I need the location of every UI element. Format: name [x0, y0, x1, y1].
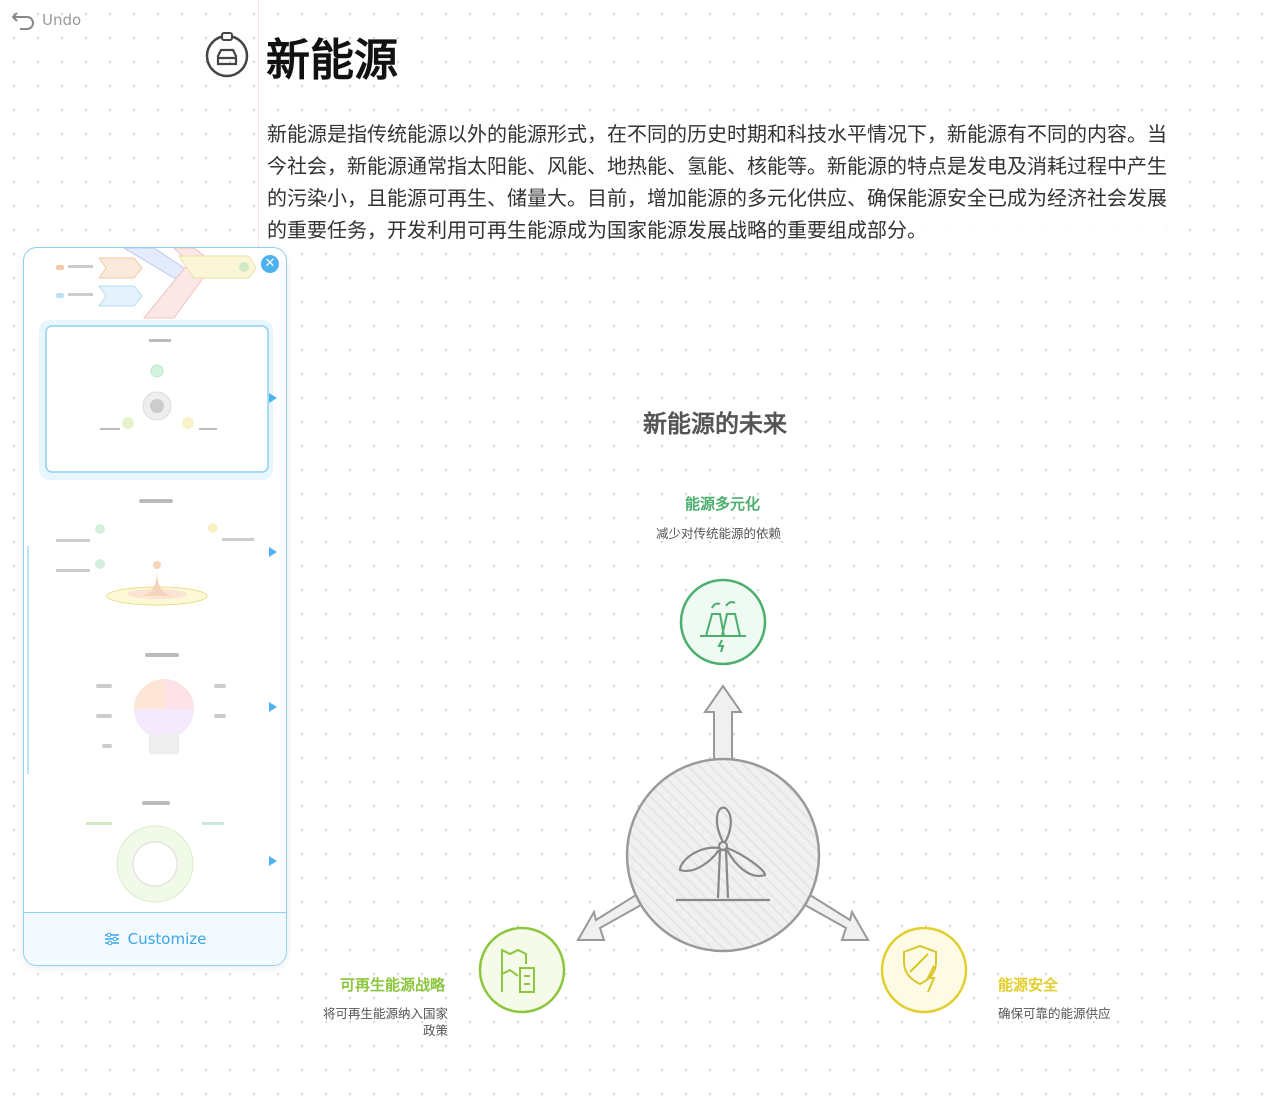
- node-desc: 减少对传统能源的依赖: [656, 526, 782, 541]
- center-circle: [625, 757, 821, 953]
- panel-scrollbar[interactable]: [27, 546, 29, 774]
- node-circle-right: [880, 926, 968, 1014]
- ev-charging-car-icon: [205, 32, 249, 78]
- intro-paragraph: 新能源是指传统能源以外的能源形式，在不同的历史时期和科技水平情况下，新能源有不同…: [267, 118, 1167, 246]
- wind-turbine-icon: [676, 806, 770, 902]
- customize-button[interactable]: Customize: [24, 912, 286, 965]
- template-thumb-flow[interactable]: [56, 248, 257, 319]
- node-desc: 确保可靠的能源供应: [998, 1006, 1111, 1021]
- template-thumb-ripple[interactable]: [56, 499, 254, 606]
- node-circle-top: [679, 578, 767, 666]
- template-panel: Customize: [23, 247, 287, 966]
- undo-button[interactable]: Undo: [12, 10, 81, 30]
- template-thumb-selected[interactable]: [39, 320, 273, 480]
- chevron-right-icons: [269, 393, 277, 866]
- template-thumb-bulb[interactable]: [96, 653, 226, 754]
- arrow-up: [703, 684, 743, 763]
- node-title: 能源安全: [998, 976, 1059, 994]
- template-thumbnails: [27, 248, 277, 903]
- undo-icon: [12, 12, 34, 30]
- shield-lightning-icon: [903, 944, 937, 993]
- node-title: 能源多元化: [685, 495, 761, 513]
- sliders-icon: [104, 932, 119, 946]
- close-icon[interactable]: ✕: [261, 255, 279, 273]
- node-title: 可再生能源战略: [340, 976, 446, 994]
- diagram-title: 新能源的未来: [643, 410, 787, 438]
- power-plant-icon: [700, 601, 746, 653]
- customize-label: Customize: [127, 930, 207, 948]
- map-document-icon: [501, 948, 535, 993]
- node-circle-left: [478, 926, 566, 1014]
- node-desc: 将可再生能源纳入国家政策: [322, 1006, 448, 1038]
- page-title: 新能源: [266, 35, 398, 86]
- undo-label: Undo: [42, 11, 82, 29]
- template-thumb-cycle[interactable]: [86, 801, 224, 903]
- margin-line: [258, 0, 259, 300]
